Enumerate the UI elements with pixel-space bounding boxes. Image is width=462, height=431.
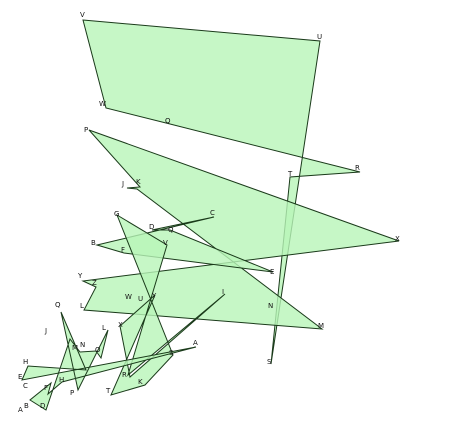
vertex-label-h2: H [59,376,64,384]
vertex-label-a1: A [193,339,198,347]
vertex-label-k2: K [138,378,143,386]
vertex-label-y2: Y [151,292,157,300]
vertex-label-p1: P [84,126,88,134]
vertex-label-e2: E [18,373,22,381]
vertex-label-g1: G [114,210,119,218]
vertex-label-n1: N [268,302,273,310]
vertex-label-n2: N [80,341,85,349]
vertex-label-f2: F [44,384,48,392]
vertex-label-d1: D [149,223,154,231]
vertex-label-r2: R [122,371,127,379]
vertex-label-o1: O [95,346,101,354]
vertex-label-y1: Y [77,272,83,280]
vertex-label-m1: M [318,322,324,330]
vertex-label-i1: I [222,288,224,296]
vertex-label-b2: B [24,402,29,410]
vertex-label-k1: K [136,178,141,186]
vertex-label-h1: H [23,358,28,366]
vertex-label-e1: E [270,268,274,276]
vertex-label-b1: B [91,239,96,247]
vertex-label-m2: M [72,344,78,352]
vertex-label-r1: R [355,164,360,172]
vertex-label-w2: W [125,293,132,301]
vertex-label-l1: L [80,302,84,310]
vertex-label-d2: D [40,402,45,410]
vertex-label-t1: T [287,170,293,178]
polygon-lower [110,213,226,396]
vertex-label-z1: Z [92,279,97,287]
polygons-layer [21,19,400,411]
vertex-label-q1: Q [165,117,171,125]
polygon-bottom [21,311,197,411]
vertex-label-x2: X [118,321,123,329]
vertex-label-w1: W [99,100,106,108]
vertex-label-u2: U [138,295,143,303]
vertex-label-f1: F [121,246,125,254]
polygon-main [82,19,361,365]
vertex-label-u1: U [317,33,322,41]
vertex-label-s2: S [169,349,174,357]
vertex-label-p2: P [70,389,74,397]
vertex-label-t2: T [105,387,111,395]
vertex-label-x1: X [395,235,400,243]
vertex-label-a2: A [18,406,23,414]
vertex-label-c1: C [210,209,215,217]
vertex-label-c2: C [23,382,28,390]
vertex-label-s1: S [267,358,272,366]
vertex-label-q3: Q [55,301,61,309]
vertex-label-v1: V [80,11,85,19]
vertex-label-j1: J [121,180,124,188]
vertex-label-v2: V [163,239,168,247]
vertex-label-j2: J [44,327,47,335]
vertex-label-l2: L [102,324,106,332]
vertex-label-q2: Q [168,226,174,234]
polygon-mid [95,216,274,273]
